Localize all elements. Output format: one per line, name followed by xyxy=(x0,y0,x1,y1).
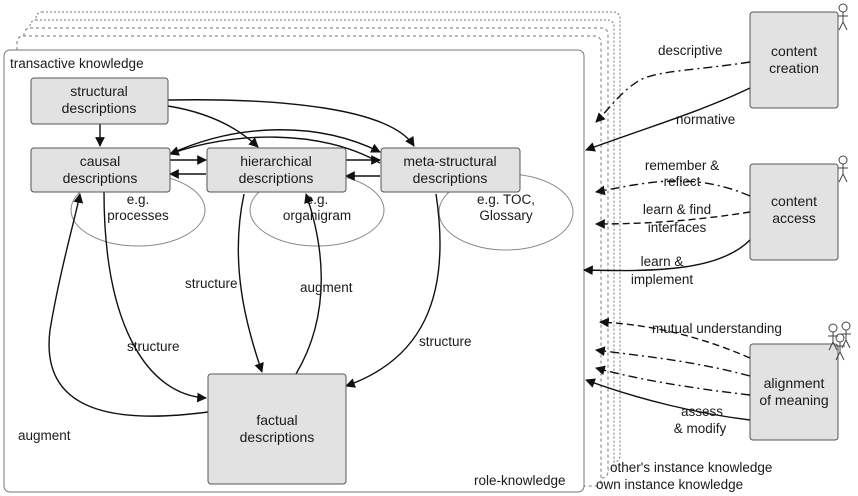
edge-causal-to-meta-upper xyxy=(169,129,381,155)
edge-structural-to-meta xyxy=(167,99,415,147)
organigram-example-line2: organigram xyxy=(283,208,351,223)
learn-find-line1: learn & find xyxy=(643,202,711,217)
actor-group-icon-alignment xyxy=(828,321,851,361)
hierarchical-descriptions-line2: descriptions xyxy=(239,170,314,186)
edge-meta-to-causal-upper xyxy=(169,136,381,164)
descriptive-relation xyxy=(595,61,751,123)
own-instance-knowledge-label: own instance knowledge xyxy=(596,477,743,492)
structural-descriptions-line1: structural xyxy=(70,83,128,99)
factual-descriptions-node xyxy=(207,373,347,485)
edge-factual-to-hierarchical-augment xyxy=(295,193,322,375)
remember-reflect-line2: reflect xyxy=(664,174,701,189)
actor-icon-creation xyxy=(838,3,848,31)
toc-example-line2: Glossary xyxy=(479,208,533,223)
edge-causal-to-factual-structure xyxy=(103,191,207,403)
causal-descriptions-line2: descriptions xyxy=(63,170,138,186)
alignment-of-meaning-line1: alignment xyxy=(764,375,825,391)
structural-descriptions-node xyxy=(30,77,169,125)
assess-modify-relation xyxy=(585,378,751,421)
learn-implement-line2: implement xyxy=(631,272,694,287)
content-creation-line2: creation xyxy=(769,60,819,76)
descriptive-label: descriptive xyxy=(658,43,723,58)
actor-icon-access xyxy=(838,155,848,183)
edge-factual-to-causal-augment xyxy=(48,193,209,417)
assess-modify-line2: & modify xyxy=(674,421,727,436)
factual-descriptions-line1: factual xyxy=(256,412,297,428)
causal-descriptions-line1: causal xyxy=(80,153,120,169)
hierarchical-descriptions-node xyxy=(206,147,347,193)
role-knowledge-label: role-knowledge xyxy=(474,473,566,488)
edge-hierarchical-to-factual-structure xyxy=(237,193,264,373)
assess-modify-line1: assess xyxy=(681,404,723,419)
hierarchical-descriptions-line1: hierarchical xyxy=(240,153,312,169)
content-creation-node xyxy=(749,11,839,109)
learn-find-line2: interfaces xyxy=(648,220,707,235)
factual-descriptions-line2: descriptions xyxy=(240,429,315,445)
content-creation-line1: content xyxy=(771,43,817,59)
remember-reflect-line1: remember & xyxy=(645,158,719,173)
structure-label-mid: structure xyxy=(185,276,238,291)
normative-relation xyxy=(585,87,751,152)
others-instance-knowledge-label: other's instance knowledge xyxy=(610,460,772,475)
causal-descriptions-node xyxy=(30,147,171,193)
assess-modify-relation-2 xyxy=(595,365,751,396)
transactive-knowledge-label: transactive knowledge xyxy=(10,56,144,71)
remember-reflect-relation xyxy=(595,180,751,197)
edge-structural-to-hierarchical xyxy=(167,105,259,148)
toc-example-line1: e.g. TOC, xyxy=(477,192,535,207)
content-access-line2: access xyxy=(772,210,816,226)
mutual-understanding-label: mutual understanding xyxy=(652,321,782,336)
alignment-of-meaning-line2: of meaning xyxy=(759,392,828,408)
learn-implement-relation xyxy=(583,239,751,276)
processes-example-line1: e.g. xyxy=(127,192,150,207)
meta-structural-descriptions-node xyxy=(380,147,521,193)
learn-find-interfaces-relation xyxy=(595,211,751,229)
processes-example-line2: processes xyxy=(107,208,169,223)
augment-label-mid: augment xyxy=(300,280,353,295)
augment-label-left: augment xyxy=(18,428,71,443)
normative-label: normative xyxy=(676,112,735,127)
structure-label-left: structure xyxy=(127,339,180,354)
structural-descriptions-line2: descriptions xyxy=(62,100,137,116)
mutual-understanding-relation-2 xyxy=(595,346,751,377)
learn-implement-line1: learn & xyxy=(641,254,684,269)
edge-meta-to-factual-structure xyxy=(345,193,441,388)
alignment-of-meaning-node xyxy=(749,343,839,441)
content-access-line1: content xyxy=(771,193,817,209)
structure-label-right: structure xyxy=(419,334,472,349)
meta-structural-descriptions-line1: meta-structural xyxy=(403,153,496,169)
meta-structural-descriptions-line2: descriptions xyxy=(413,170,488,186)
